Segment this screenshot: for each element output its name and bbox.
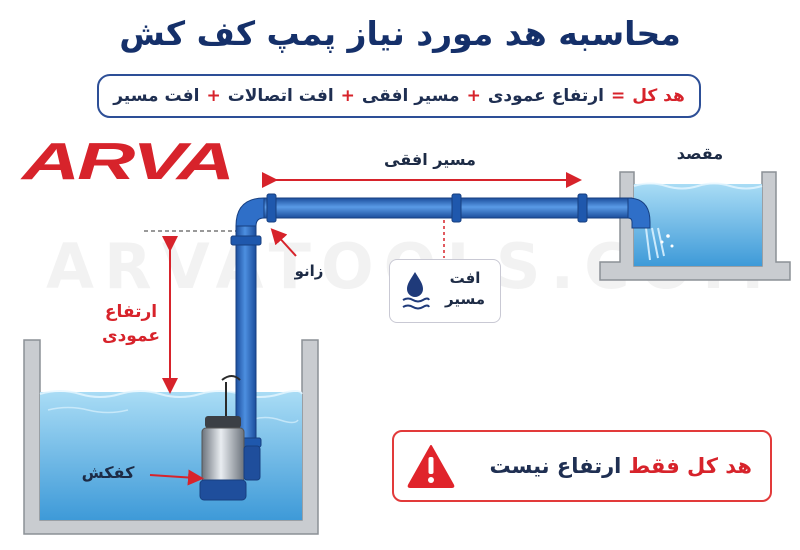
page-title: محاسبه هد مورد نیاز پمپ کف کش (119, 14, 681, 53)
arva-logo-text: ARVA (19, 134, 232, 186)
formula-total-head: هد کل (632, 86, 685, 106)
head-note-part1: هد کل فقط (628, 454, 752, 478)
warning-icon (407, 445, 455, 488)
destination-tank (599, 171, 791, 281)
head-formula-box: هد کل = ارتفاع عمودی + مسیر افقی + افت ا… (97, 74, 701, 118)
coupling (266, 193, 277, 223)
pipe-elbow (235, 197, 269, 227)
path-loss-label: افت مسیر (438, 268, 492, 310)
horizontal-pipe (263, 197, 633, 219)
vertical-height-label-line1: ارتفاع (104, 302, 158, 322)
vertical-height-label-line2: عمودی (102, 326, 160, 346)
path-loss-label-line1: افت (449, 269, 481, 287)
submersible-pump (199, 375, 261, 501)
elbow-pointer (270, 228, 297, 257)
pipe-outlet (627, 197, 651, 229)
horizontal-path-label: مسیر افقی (384, 150, 476, 169)
sump-pit (23, 339, 319, 535)
formula-plus-1: + (466, 86, 481, 106)
arva-logo: ARVA (19, 134, 234, 186)
head-note-box: هد کل فقط ارتفاع نیست (392, 430, 772, 502)
pump-label: کفکش (81, 463, 135, 482)
destination-water (634, 184, 762, 266)
pump-pointer (149, 469, 204, 486)
formula-plus-3: + (206, 86, 221, 106)
formula-plus-2: + (340, 86, 355, 106)
destination-label: مقصد (676, 144, 724, 163)
formula-term-horizontal: مسیر افقی (361, 86, 460, 106)
formula-term-fittings: افت اتصالات (227, 86, 334, 106)
coupling (577, 193, 588, 223)
formula-equals: = (610, 86, 626, 106)
water-drop-icon (402, 272, 430, 310)
head-note-text: هد کل فقط ارتفاع نیست (489, 454, 752, 478)
coupling (451, 193, 462, 223)
sump-water (40, 392, 302, 520)
path-loss-label-line2: مسیر (444, 290, 485, 308)
formula-term-path-loss: افت مسیر (113, 86, 200, 106)
vertical-height-label: ارتفاع عمودی (86, 300, 176, 348)
elbow-label: زانو (294, 262, 324, 280)
coupling (230, 235, 262, 246)
path-loss-box: افت مسیر (389, 259, 501, 323)
head-note-part2: ارتفاع نیست (489, 454, 622, 478)
formula-term-vertical: ارتفاع عمودی (487, 86, 604, 106)
